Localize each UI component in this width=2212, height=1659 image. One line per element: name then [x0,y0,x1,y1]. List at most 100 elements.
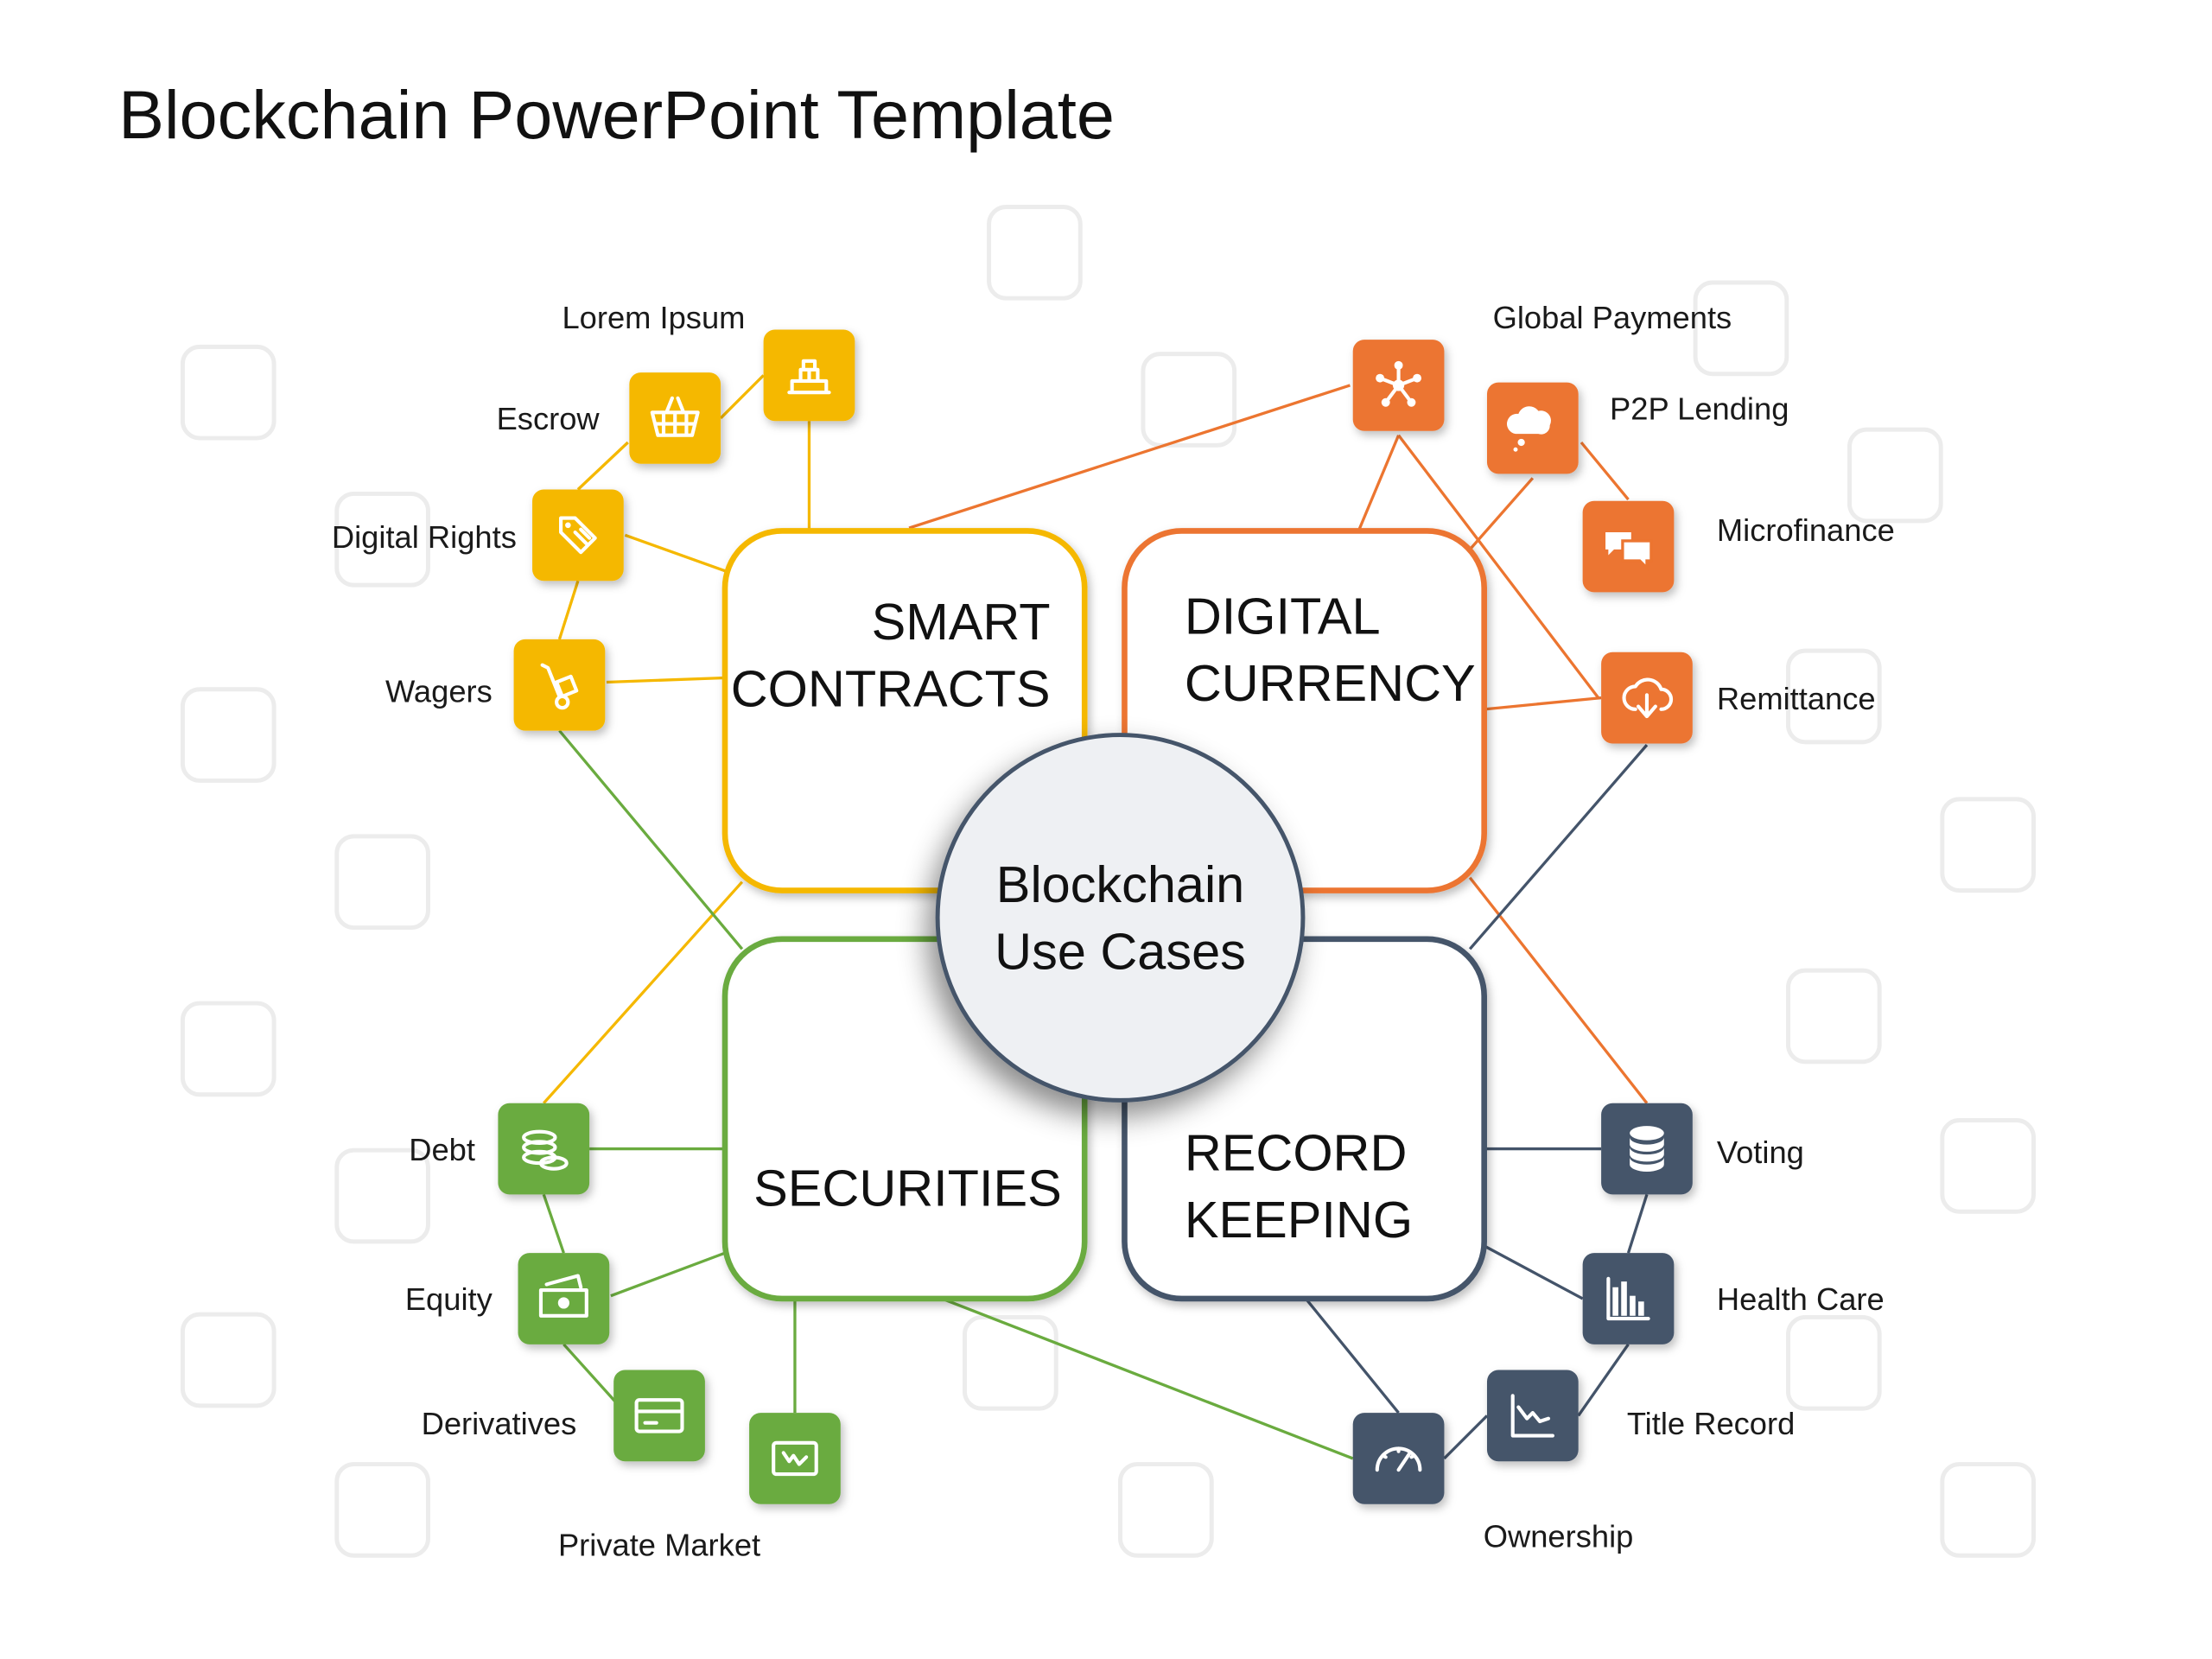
coins-icon [522,1129,569,1171]
use-case-escrow[interactable]: Escrow [497,372,721,464]
category-label: KEEPING [1185,1191,1413,1249]
background-square [1785,1314,1882,1411]
connector-line [543,880,744,1104]
use-case-label: Health Care [1717,1281,1885,1317]
background-square [1785,648,1882,745]
background-square [1118,1462,1214,1558]
use-case-label: Digital Rights [332,519,517,555]
database-icon [1630,1126,1664,1172]
use-case-wagers[interactable]: Wagers [385,639,606,731]
thought-bubble-icon [1506,406,1551,452]
background-square [987,205,1083,301]
background-square [180,344,276,441]
background-square [334,1462,430,1558]
use-case-micro[interactable]: Microfinance [1582,500,1895,593]
use-case-label: P2P Lending [1610,391,1789,427]
background-square [334,834,430,931]
use-case-global[interactable]: Global Payments [1352,300,1732,431]
background-square [334,1147,430,1244]
category-label: CURRENCY [1185,654,1476,712]
use-case-p2p[interactable]: P2P Lending [1486,382,1789,474]
use-case-owner[interactable]: Ownership [1352,1413,1634,1554]
background-square [1785,968,1882,1065]
background-square [1940,1462,2037,1558]
connector-line [1443,1414,1489,1460]
use-case-rights[interactable]: Digital Rights [332,489,624,582]
use-case-label: Lorem Ipsum [562,300,745,335]
use-case-label: Escrow [497,401,601,436]
background-square [1940,797,2037,893]
chat-icon [1605,532,1653,572]
use-case-health[interactable]: Health Care [1582,1253,1885,1344]
use-case-label: Private Market [558,1527,760,1562]
connector-line [1468,477,1535,550]
category-label: CONTRACTS [731,660,1051,718]
center-label-line2: Use Cases [995,922,1246,980]
hand-truck-icon [540,663,579,710]
icon-tile [1352,1413,1445,1504]
connector-line [1468,876,1649,1104]
category-label: RECORD [1185,1123,1408,1181]
connector-line [542,1193,565,1254]
connector-lines [542,374,1649,1460]
connector-line [624,533,726,573]
connector-line [610,1251,726,1298]
cloud-download-icon [1622,677,1674,719]
gold-bars-icon [787,359,831,395]
chart-screen-icon [772,1440,818,1477]
page-title: Blockchain PowerPoint Template [118,76,1115,153]
background-square [1693,280,1789,377]
connector-line [1580,441,1630,501]
use-case-debt[interactable]: Debt [409,1103,590,1195]
connector-line [908,384,1351,530]
connector-line [941,1297,1354,1460]
connector-line [1357,435,1401,532]
background-square [1847,427,1943,524]
use-case-label: Voting [1717,1135,1804,1170]
tag-icon [559,516,597,555]
use-case-label: Debt [409,1132,475,1167]
gauge-icon [1375,1446,1422,1472]
center-label-line1: Blockchain [996,855,1244,913]
connector-line [1483,1244,1584,1300]
connector-line [1304,1297,1400,1414]
use-case-voting[interactable]: Voting [1601,1103,1804,1195]
use-case-remit[interactable]: Remittance [1601,652,1876,744]
connector-line [558,729,744,950]
connector-line [557,580,580,640]
connector-line [1577,1343,1630,1417]
use-case-label: Equity [405,1281,493,1317]
background-square [1141,352,1237,448]
use-case-label: Title Record [1627,1406,1795,1441]
basket-icon [650,396,700,437]
connector-line [1397,434,1600,699]
use-case-private[interactable]: Private Market [558,1413,841,1562]
center-hub[interactable]: Blockchain Use Cases [935,733,1306,1103]
connector-line [719,374,765,420]
background-square [334,491,430,588]
center-circle [935,733,1306,1103]
line-chart-icon [1510,1394,1555,1438]
use-case-label: Derivatives [422,1406,577,1441]
use-case-label: Microfinance [1717,512,1895,548]
connector-line [1468,744,1649,950]
use-case-label: Ownership [1484,1518,1634,1554]
background-square [963,1314,1058,1411]
use-case-lorem[interactable]: Lorem Ipsum [562,300,855,422]
background-square [180,687,276,783]
background-square [180,1001,276,1097]
connector-line [1626,1193,1649,1254]
use-case-label: Remittance [1717,681,1876,716]
use-case-deriv[interactable]: Derivatives [422,1370,705,1462]
use-case-equity[interactable]: Equity [405,1253,610,1344]
use-case-titlerec[interactable]: Title Record [1486,1370,1795,1462]
cash-icon [538,1274,588,1318]
category-label: SECURITIES [753,1160,1062,1217]
icon-tile [1486,1370,1579,1462]
background-pattern [180,205,2037,1558]
bar-chart-icon [1606,1276,1650,1321]
category-label: SMART [872,593,1051,651]
use-case-label: Global Payments [1493,300,1732,335]
connector-line [606,676,726,684]
